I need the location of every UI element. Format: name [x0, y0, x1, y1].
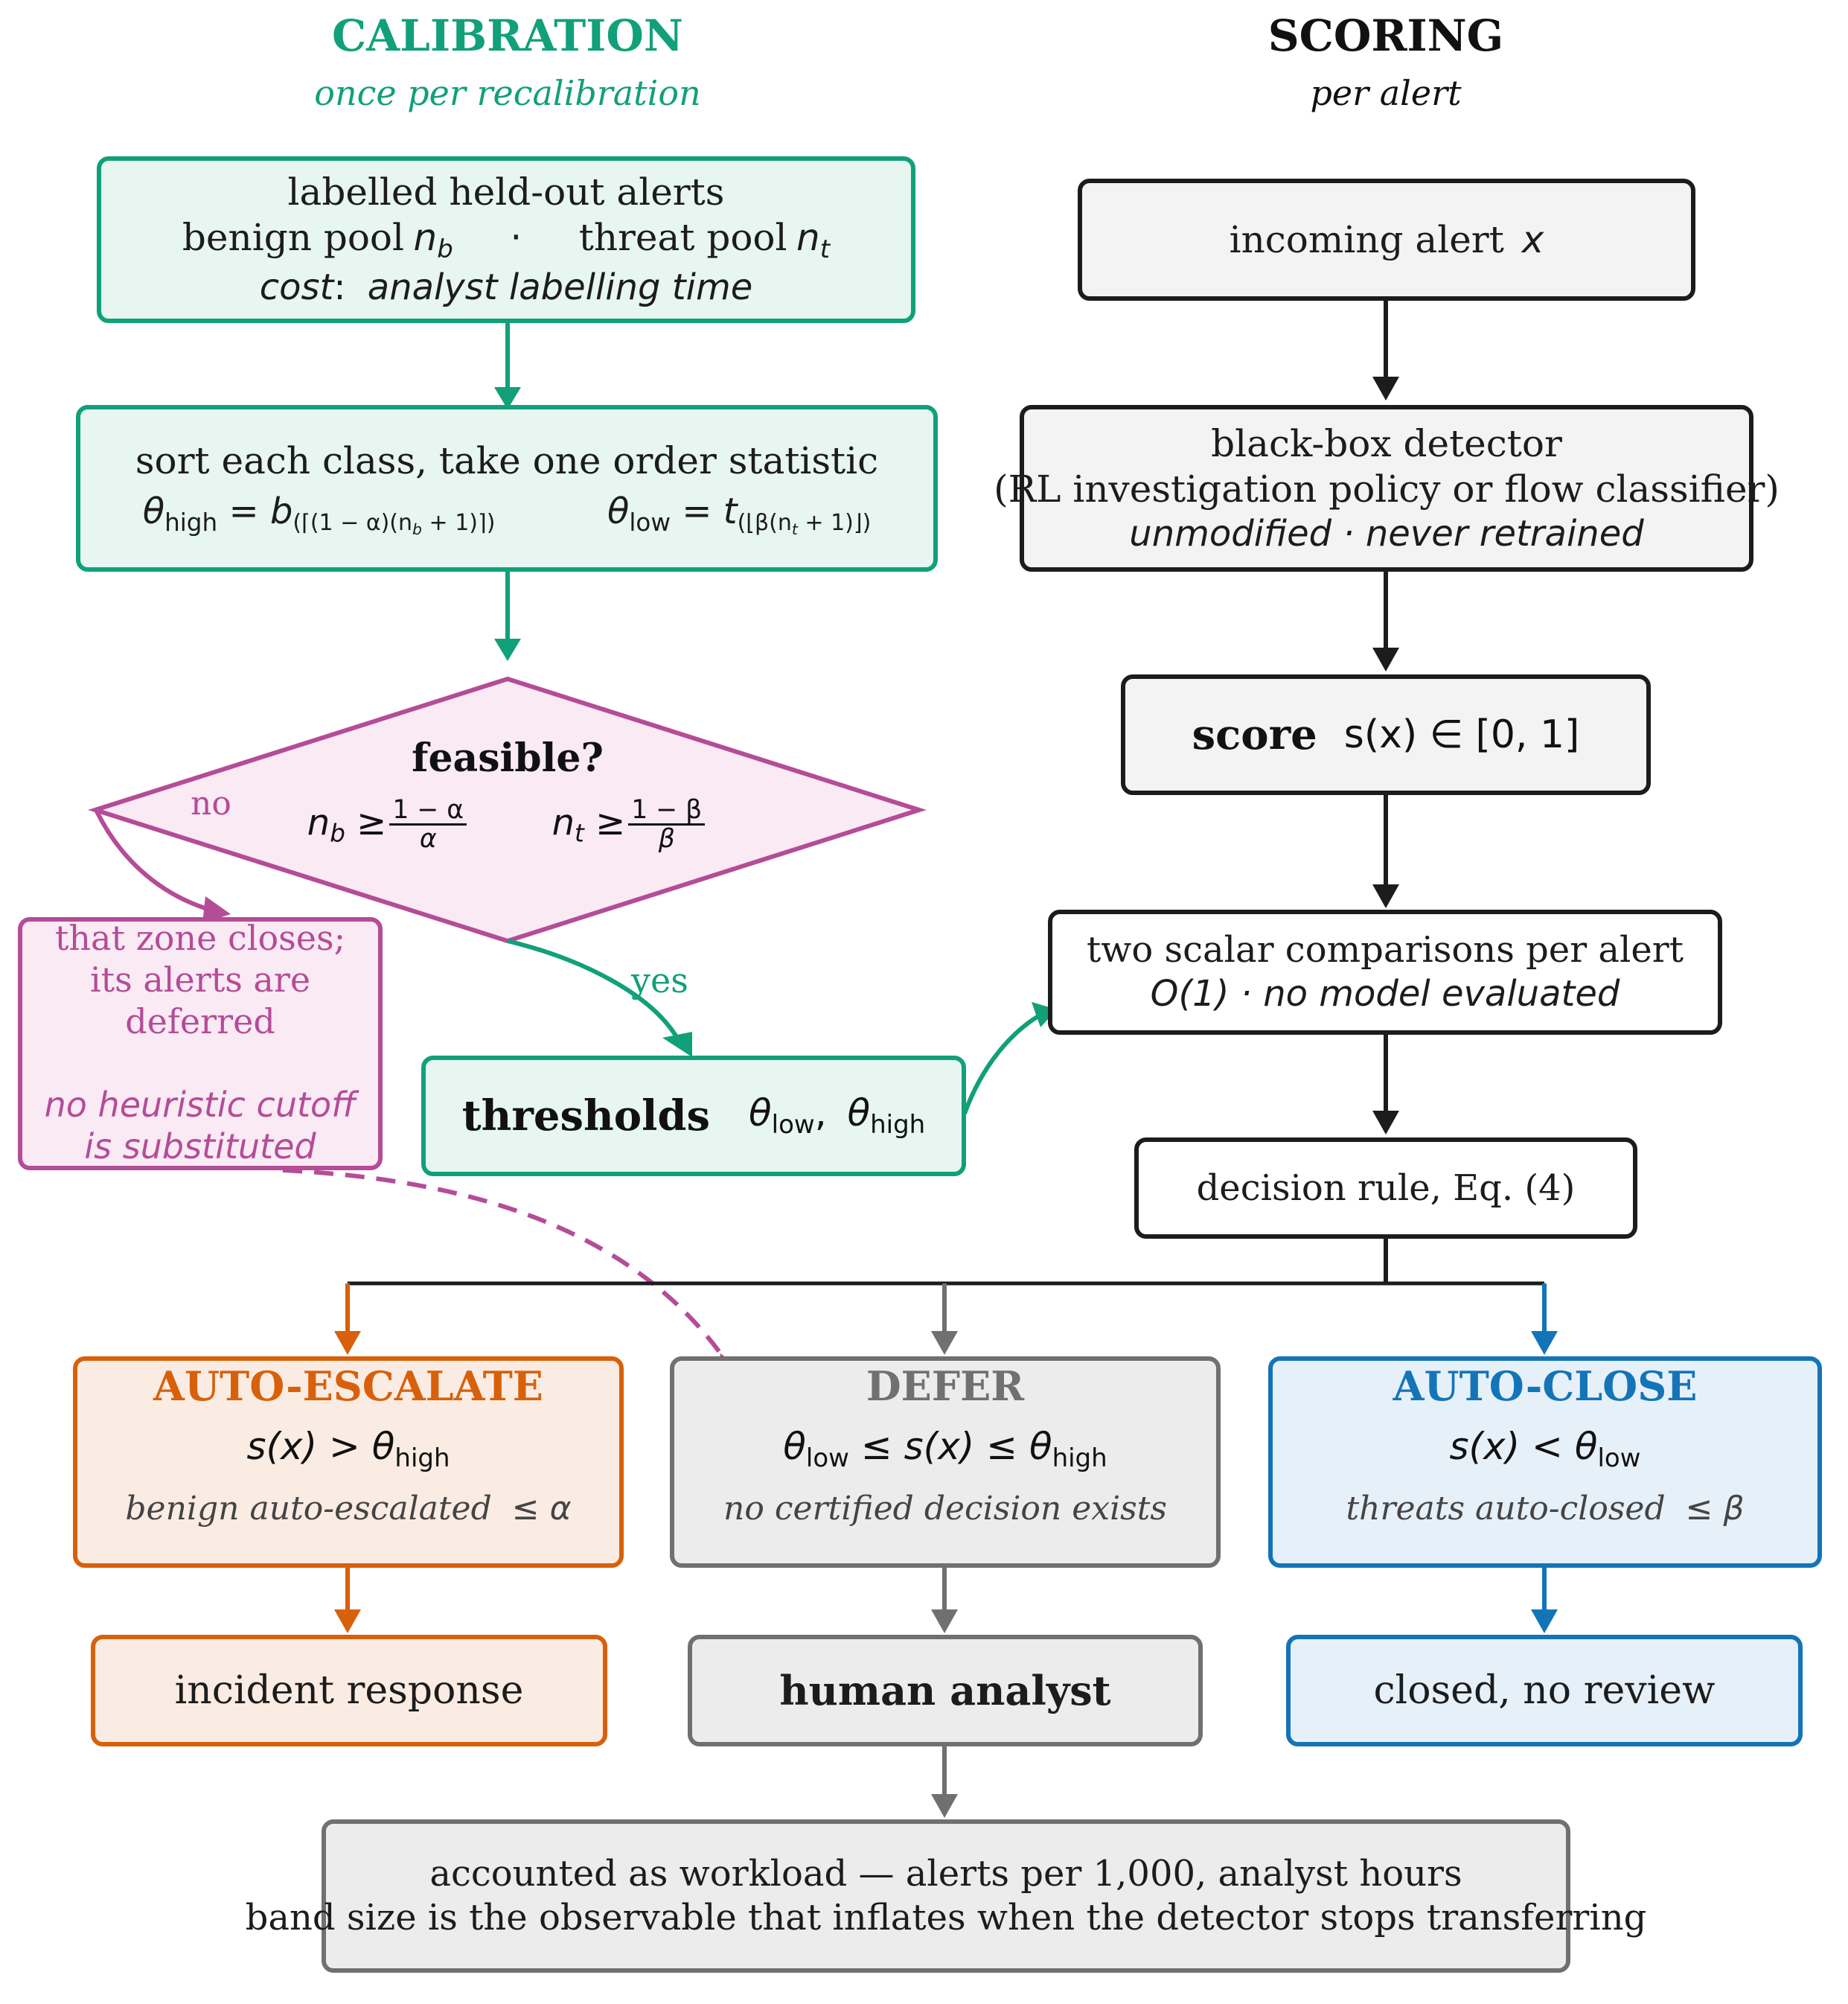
scoring-title: SCORING: [1267, 10, 1504, 61]
no-label: no: [191, 785, 231, 823]
zone-line-5: is substituted: [84, 1126, 316, 1167]
closed-no-review-box: closed, no review: [1286, 1635, 1803, 1746]
auto-escalate-box: AUTO-ESCALATE s(x) > θhigh benign auto-e…: [73, 1356, 624, 1568]
arrow-incoming-to-detector: [1372, 299, 1399, 401]
detector-title: black-box detector: [1211, 421, 1562, 465]
workload-box: accounted as workload — alerts per 1,000…: [246, 1819, 1646, 1973]
score-box: score s(x) ∈ [0, 1]: [1121, 674, 1651, 795]
held-out-alerts-box: labelled held-out alerts benign pool nb …: [97, 156, 915, 323]
comparisons-note: O(1) · no model evaluated: [1150, 973, 1620, 1015]
arrow-yes: [507, 939, 692, 1057]
arrow-score-to-comparisons: [1372, 794, 1399, 908]
workload-line-2: band size is the observable that inflate…: [245, 1897, 1647, 1938]
defer-rule: θlow ≤ s(x) ≤ θhigh: [783, 1425, 1107, 1474]
decision-rule-box: decision rule, Eq. (4): [1134, 1137, 1637, 1239]
auto-close-note: threats auto-closed ≤ β: [1346, 1490, 1745, 1528]
scoring-subtitle: per alert: [1310, 73, 1462, 113]
auto-close-rule: s(x) < θlow: [1449, 1425, 1641, 1474]
calibration-subtitle: once per recalibration: [314, 73, 701, 113]
detector-note: unmodified · never retrained: [1129, 512, 1644, 555]
arrow-heldout-to-sort: [494, 320, 521, 409]
comparisons-title: two scalar comparisons per alert: [1086, 929, 1684, 971]
arrow-escalate-to-incident: [334, 1565, 361, 1633]
arrow-defer-to-analyst: [931, 1565, 958, 1633]
auto-escalate-title: AUTO-ESCALATE: [153, 1362, 543, 1410]
arrow-analyst-to-workload: [931, 1745, 958, 1818]
arrow-detector-to-score: [1372, 570, 1399, 671]
detector-detail: (RL investigation policy or flow classif…: [994, 467, 1780, 511]
held-out-title: labelled held-out alerts: [287, 170, 725, 214]
arrow-close-to-closed: [1531, 1565, 1558, 1633]
auto-close-box: AUTO-CLOSE s(x) < θlow threats auto-clos…: [1268, 1356, 1822, 1568]
human-analyst-box: human analyst: [688, 1635, 1203, 1746]
workload-line-1: accounted as workload — alerts per 1,000…: [429, 1853, 1462, 1895]
auto-close-title: AUTO-CLOSE: [1393, 1362, 1698, 1410]
defer-note: no certified decision exists: [723, 1490, 1167, 1528]
defer-box: DEFER θlow ≤ s(x) ≤ θhigh no certified d…: [670, 1356, 1221, 1568]
feasible-question: feasible?: [412, 735, 604, 781]
zone-line-2: its alerts are: [89, 960, 311, 1001]
zone-line-1: that zone closes;: [54, 918, 346, 958]
calibration-title: CALIBRATION: [332, 10, 683, 61]
pools-line: benign pool nb · threat pool nt: [182, 216, 831, 265]
cost-line: cost: analyst labelling time: [259, 267, 753, 309]
arrow-no: [95, 810, 231, 923]
auto-escalate-note: benign auto-escalated ≤ α: [125, 1490, 572, 1528]
thresholds-box: thresholds θlow, θhigh: [421, 1056, 966, 1176]
arrow-comparisons-to-decision: [1372, 1033, 1399, 1135]
order-statistic-box: sort each class, take one order statisti…: [76, 405, 938, 572]
incident-response-box: incident response: [91, 1635, 607, 1746]
incoming-alert-box: incoming alert x: [1078, 179, 1695, 301]
order-statistic-formulas: θhigh = b(⌈(1 − α)(nb + 1)⌉) θlow = t(⌊β…: [142, 490, 872, 538]
auto-escalate-rule: s(x) > θhigh: [246, 1425, 450, 1474]
defer-title: DEFER: [866, 1362, 1025, 1410]
yes-label: yes: [631, 960, 688, 1001]
zone-closes-box: that zone closes; its alerts are deferre…: [18, 917, 383, 1170]
comparisons-box: two scalar comparisons per alert O(1) · …: [1048, 910, 1722, 1035]
arrow-sort-to-feasible: [494, 569, 521, 661]
detector-box: black-box detector (RL investigation pol…: [994, 405, 1780, 572]
decision-branches: [334, 1237, 1558, 1355]
zone-line-4: no heuristic cutoff: [44, 1085, 357, 1126]
arrow-zone-to-defer: [282, 1168, 750, 1377]
order-statistic-title: sort each class, take one order statisti…: [135, 438, 879, 482]
arrow-thresholds-to-comparisons: [962, 1002, 1057, 1115]
zone-line-3: deferred: [125, 1001, 275, 1042]
